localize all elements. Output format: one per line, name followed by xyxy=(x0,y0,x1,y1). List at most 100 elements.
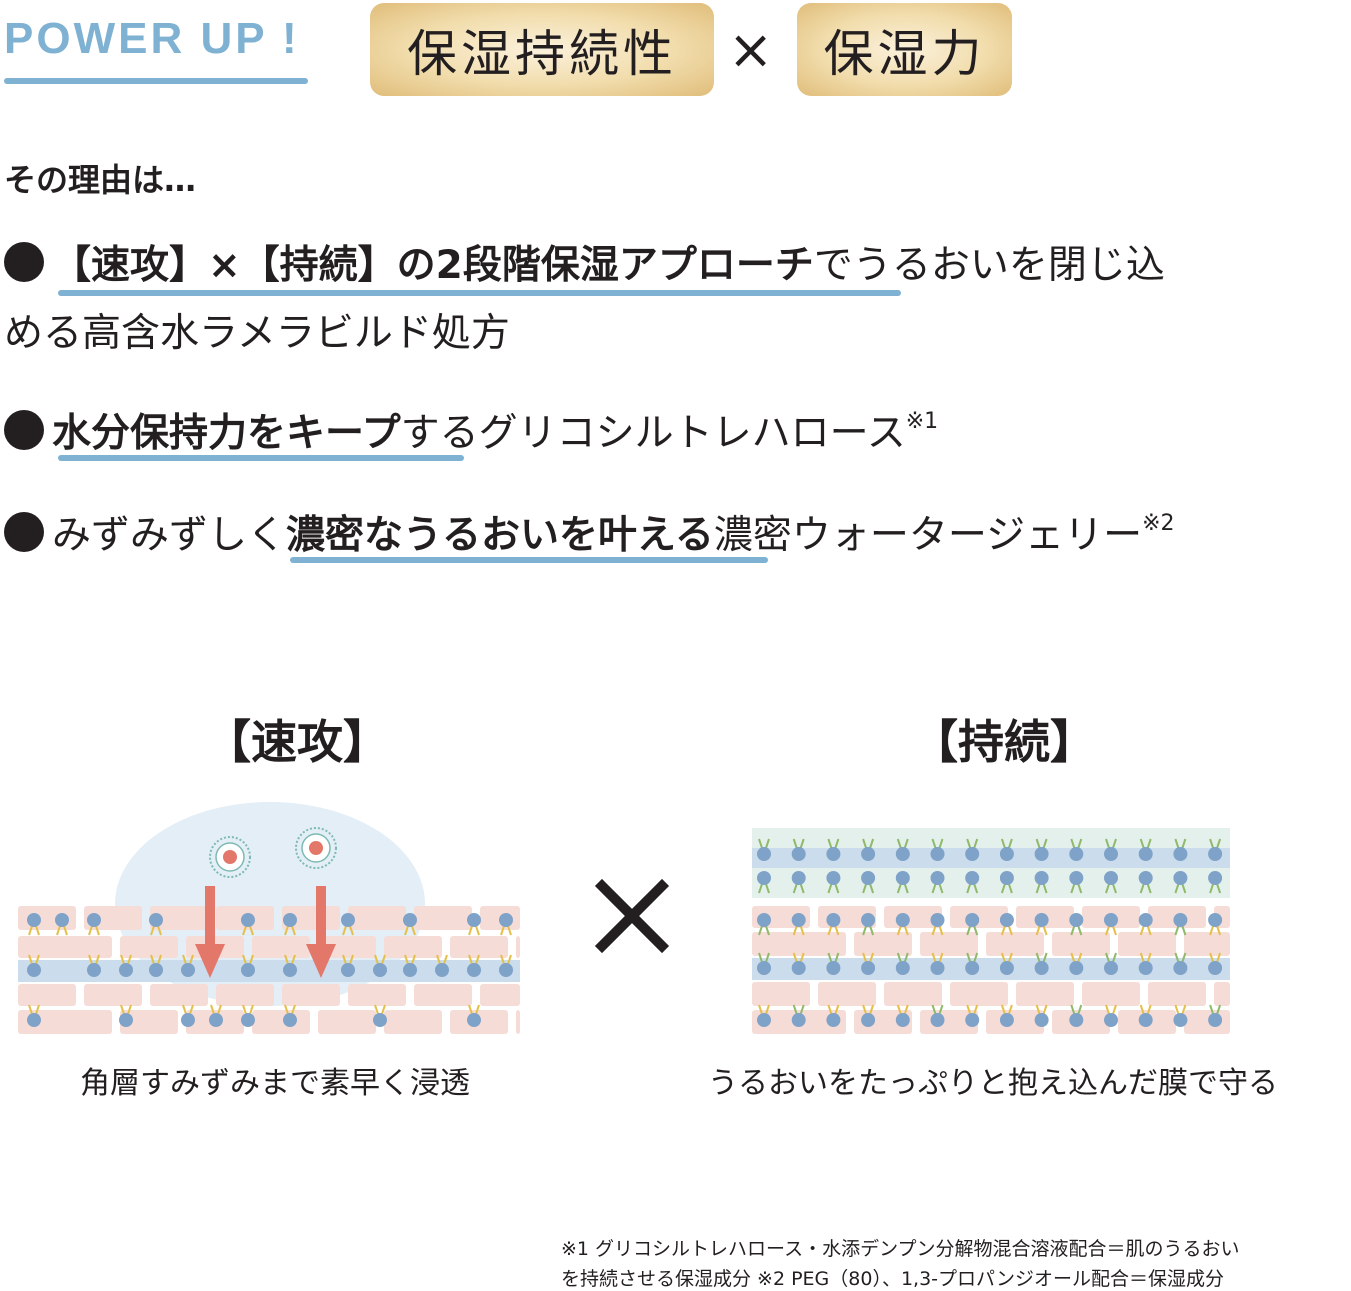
lipid-molecule xyxy=(1069,838,1084,861)
lipid-molecule xyxy=(965,871,980,894)
times-sign: × xyxy=(728,18,774,81)
lipid-molecule xyxy=(999,913,1014,936)
skin-cell-brick xyxy=(1184,1010,1230,1034)
lipid-molecule xyxy=(241,913,255,936)
skin-cell-brick xyxy=(1052,932,1110,956)
lipid-molecule xyxy=(1104,1004,1118,1027)
lipid-molecules xyxy=(27,913,513,1027)
lipid-molecule xyxy=(826,913,841,936)
lipid-molecule xyxy=(1208,871,1223,894)
skin-cell-brick xyxy=(986,932,1044,956)
badge-moisture-duration-label: 保湿持続性 xyxy=(407,24,677,83)
lipid-molecule xyxy=(1208,1004,1223,1027)
bullet-1-rest: でうるおいを閉じ込 xyxy=(813,243,1165,288)
bullet-3-note-mark: ※2 xyxy=(1142,511,1175,536)
lipid-molecule xyxy=(241,1004,255,1027)
lipid-molecule xyxy=(1173,871,1188,894)
bullet-1: 【速攻】×【持続】の2段階保湿アプローチでうるおいを閉じ込 xyxy=(4,242,1165,285)
skin-cell-brick xyxy=(252,936,310,958)
footnote-2: を持続させる保湿成分 ※2 PEG（80）、1,3-プロパンジオール配合＝保湿成… xyxy=(561,1268,1224,1290)
diagram-left-title: 【速攻】 xyxy=(205,715,389,769)
lipid-molecule xyxy=(341,954,355,977)
lipid-molecule xyxy=(826,871,841,894)
lipid-molecule xyxy=(241,954,255,977)
bullet-3-rest: 濃密ウォータージェリー xyxy=(713,513,1143,558)
skin-cell-brick xyxy=(348,984,406,1006)
lipid-molecule xyxy=(826,952,841,975)
lipid-molecule xyxy=(999,838,1014,861)
lipid-molecule xyxy=(467,954,481,977)
lipid-molecule xyxy=(1069,871,1084,894)
bullet-dot-icon xyxy=(4,242,44,282)
lipid-molecule xyxy=(499,913,513,936)
lipid-molecule xyxy=(895,913,910,936)
bullet-3-lead: みずみずしく xyxy=(52,513,287,558)
lipid-molecule xyxy=(791,913,806,936)
lipid-molecule xyxy=(757,1004,771,1027)
skin-cell-bricks xyxy=(18,906,520,1034)
lipid-molecule xyxy=(283,1004,297,1027)
lipid-molecule xyxy=(1069,1004,1084,1027)
diagram-right-title: 【持続】 xyxy=(912,715,1096,769)
lipid-molecule xyxy=(791,838,806,861)
times-icon xyxy=(594,878,670,954)
lipid-molecule xyxy=(181,954,195,977)
skin-cell-brick xyxy=(54,1010,112,1034)
lipid-molecule xyxy=(791,952,806,975)
lipid-molecule xyxy=(87,954,101,977)
water-layer-band xyxy=(752,958,1230,980)
power-up-underline xyxy=(4,78,308,84)
skin-cell-brick xyxy=(920,932,978,956)
skin-cell-brick xyxy=(18,984,76,1006)
bullet-3: みずみずしく濃密なうるおいを叶える濃密ウォータージェリー※2 xyxy=(4,512,1175,555)
lipid-molecule xyxy=(757,838,771,861)
lipid-molecule xyxy=(1138,952,1153,975)
lipid-molecule xyxy=(757,871,771,894)
lipid-molecule xyxy=(1208,952,1223,975)
lipid-molecule xyxy=(1138,1004,1153,1027)
lipid-molecule xyxy=(861,952,876,975)
skin-cell-brick xyxy=(1148,982,1206,1006)
ingredient-capsule-icon xyxy=(295,827,337,869)
lipid-molecule xyxy=(895,952,910,975)
skin-cell-brick xyxy=(282,984,340,1006)
bullet-1-highlight: 【速攻】×【持続】の2段階保湿アプローチ xyxy=(52,243,814,288)
lipid-molecule xyxy=(403,913,417,936)
lipid-molecule xyxy=(999,871,1014,894)
lipid-molecule xyxy=(1173,838,1188,861)
lipid-molecule xyxy=(209,1004,223,1027)
skin-cell-brick xyxy=(414,984,472,1006)
reason-heading: その理由は… xyxy=(4,161,197,199)
lipid-molecule xyxy=(55,913,69,936)
lipid-molecules xyxy=(757,838,1223,1027)
bullet-2-highlight: 水分保持力をキープ xyxy=(52,411,401,456)
skin-cell-brick xyxy=(516,936,520,958)
lipid-molecule xyxy=(1173,1004,1188,1027)
lipid-molecule xyxy=(119,954,133,977)
bullet-3-highlight: 濃密なうるおいを叶える xyxy=(286,513,714,558)
lipid-molecule xyxy=(435,954,449,977)
lipid-molecule xyxy=(1034,871,1049,894)
lipid-molecule xyxy=(965,838,980,861)
bullet-2-underline xyxy=(58,455,464,461)
lipid-molecule xyxy=(1104,871,1118,894)
badge-moisture-power-label: 保湿力 xyxy=(823,24,986,83)
lipid-molecule xyxy=(1208,838,1223,861)
skin-cell-brick xyxy=(516,1010,520,1034)
lipid-molecule xyxy=(341,913,355,936)
lipid-molecule xyxy=(965,913,980,936)
lipid-molecule xyxy=(965,952,980,975)
skin-cell-brick xyxy=(950,982,1008,1006)
lipid-molecule xyxy=(1034,838,1049,861)
lipid-molecule xyxy=(1208,913,1223,936)
lipid-molecule xyxy=(895,838,910,861)
skin-cell-brick xyxy=(252,1010,310,1034)
lipid-molecule xyxy=(149,954,163,977)
lipid-molecule xyxy=(861,838,876,861)
lipid-molecule xyxy=(1104,952,1118,975)
bullet-2-rest: するグリコシルトレハロース xyxy=(400,411,906,456)
skin-cell-brick xyxy=(348,906,406,930)
penetration-arrow-icon xyxy=(195,886,225,978)
lipid-molecule xyxy=(965,1004,980,1027)
skin-cell-brick xyxy=(84,984,142,1006)
